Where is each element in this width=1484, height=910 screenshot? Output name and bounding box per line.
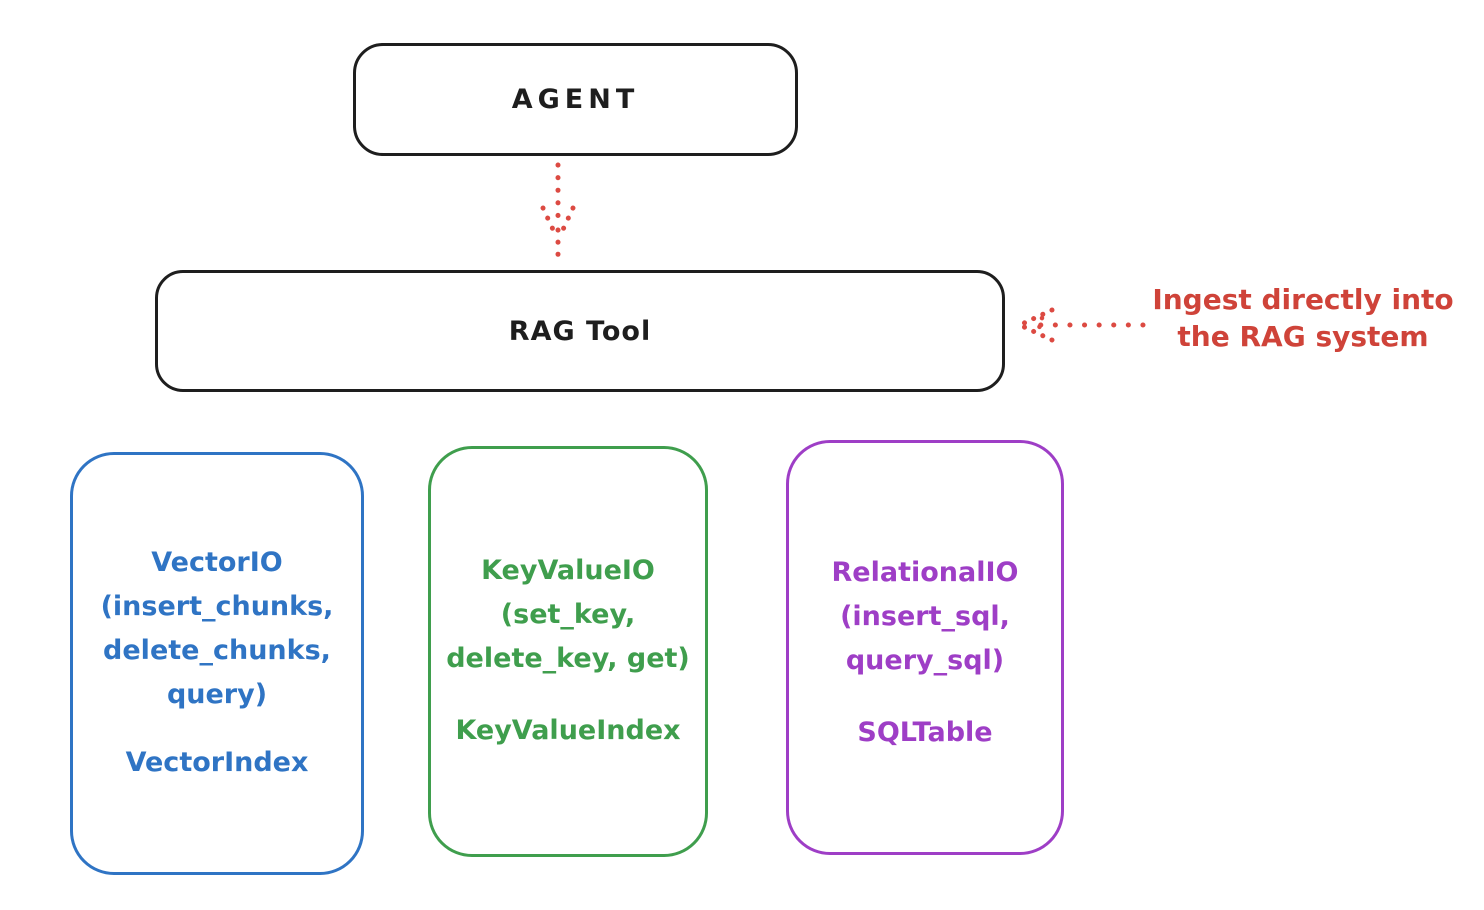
agent-label: AGENT bbox=[511, 84, 640, 115]
relational-io-node: RelationalIO (insert_sql, query_sql) SQL… bbox=[786, 440, 1064, 855]
keyvalue-io-line: KeyValueIO bbox=[481, 555, 655, 586]
ingest-annotation-line1: Ingest directly into bbox=[1152, 283, 1454, 316]
ingest-annotation: Ingest directly into the RAG system bbox=[1128, 281, 1478, 355]
vector-io-line: delete_chunks, bbox=[103, 635, 331, 666]
agent-node: AGENT bbox=[353, 43, 798, 156]
sql-table-label: SQLTable bbox=[857, 717, 993, 748]
relational-io-line: RelationalIO bbox=[831, 557, 1019, 588]
agent-to-rag-dotted-arrow-icon bbox=[540, 162, 576, 260]
relational-io-line: (insert_sql, bbox=[840, 601, 1010, 632]
rag-tool-node: RAG Tool bbox=[155, 270, 1005, 392]
vector-io-line: (insert_chunks, bbox=[100, 591, 334, 622]
vector-io-line: VectorIO bbox=[151, 547, 283, 578]
rag-tool-label: RAG Tool bbox=[508, 315, 652, 347]
relational-io-line: query_sql) bbox=[845, 645, 1005, 676]
keyvalue-io-line: (set_key, bbox=[500, 599, 636, 630]
vector-index-label: VectorIndex bbox=[125, 747, 309, 778]
vector-io-node: VectorIO (insert_chunks, delete_chunks, … bbox=[70, 452, 364, 875]
keyvalue-io-node: KeyValueIO (set_key, delete_key, get) Ke… bbox=[428, 446, 708, 857]
keyvalue-index-label: KeyValueIndex bbox=[455, 715, 681, 746]
ingest-dotted-left-arrow-icon bbox=[1019, 307, 1146, 343]
vector-io-line: query) bbox=[166, 679, 268, 710]
ingest-annotation-line2: the RAG system bbox=[1177, 320, 1429, 353]
keyvalue-io-line: delete_key, get) bbox=[446, 643, 690, 674]
